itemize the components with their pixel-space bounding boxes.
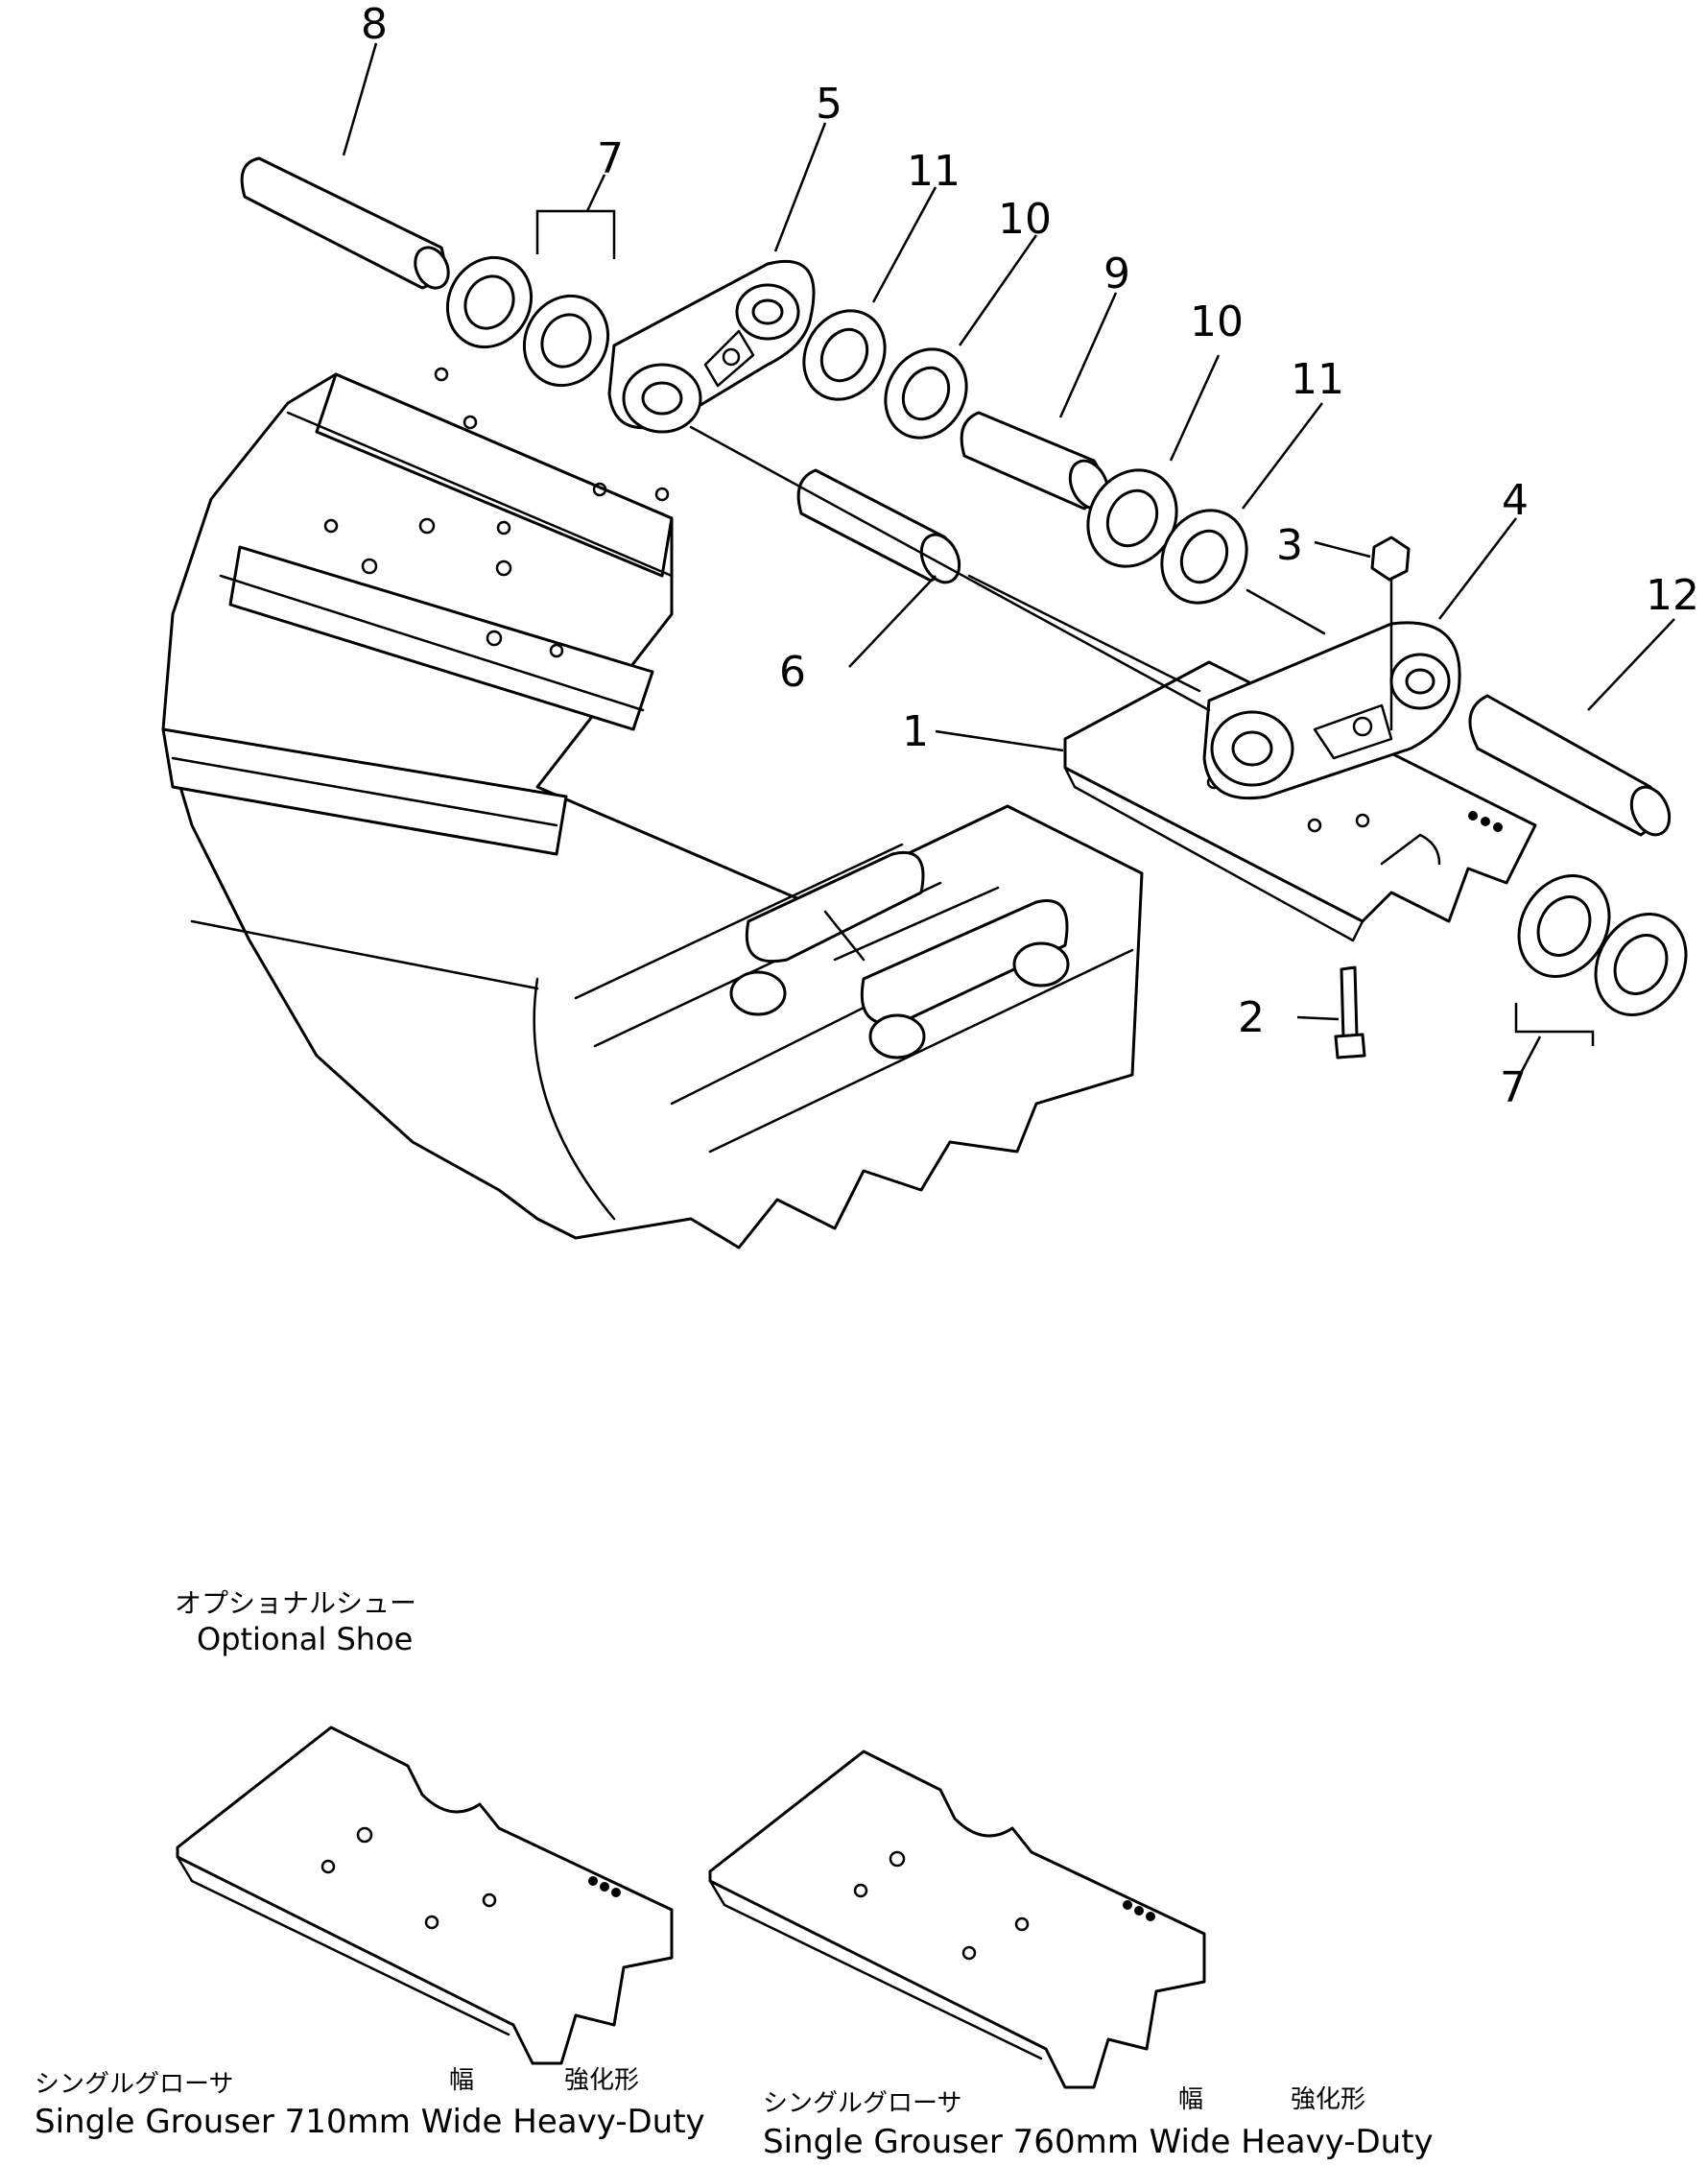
- shoe-2-en-label: Single Grouser 760mm Wide Heavy-Duty: [763, 2123, 1434, 2161]
- washer-part-7-upper: [445, 255, 610, 388]
- grouser-line: [171, 756, 558, 827]
- washer-part-11-lower: [1160, 509, 1248, 605]
- nut-part-3: [1370, 536, 1411, 582]
- washer-part-11-upper: [802, 309, 887, 401]
- optional-shoe-left: [176, 1726, 674, 2065]
- lower-rail: [574, 843, 904, 1000]
- callout-6: 6: [779, 648, 806, 697]
- callout-labels: 8 5 7 11 10 9 10 11 3 4 12 6 1 2 7: [361, 0, 1699, 1112]
- callout-2: 2: [1238, 993, 1265, 1042]
- shoe-1-jp-width: 幅: [449, 2066, 474, 2095]
- optional-shoe-title-en: Optional Shoe: [197, 1621, 413, 1657]
- shoe-plate-second: [228, 545, 654, 731]
- link-part-5: [607, 259, 816, 434]
- track-inner-curve: [533, 977, 616, 1221]
- callout-12: 12: [1646, 571, 1699, 620]
- washer-part-10-upper: [884, 347, 968, 440]
- shoe-1-jp-name: シングルグローサ: [35, 2070, 233, 2099]
- shoe-2-jp-type: 強化形: [1291, 2085, 1365, 2114]
- lower-rail: [708, 948, 1134, 1154]
- bushing-part-9: [960, 411, 1110, 511]
- callout-7-lower: 7: [1500, 1063, 1527, 1112]
- shoe-plate-top: [315, 372, 674, 578]
- pin-part-12: [1468, 694, 1672, 837]
- washer-part-7-lower: [1517, 874, 1688, 1016]
- axis-line: [967, 574, 1201, 693]
- leader-lines: [342, 42, 1675, 1074]
- grouser-line: [190, 919, 539, 990]
- optional-shoe-right: [708, 1749, 1206, 2089]
- optional-shoe-title-jp: オプショナルシュー: [175, 1587, 416, 1619]
- callout-3: 3: [1276, 521, 1303, 570]
- bolt-part-2: [1334, 965, 1366, 1059]
- callout-7-upper: 7: [597, 134, 624, 183]
- link-part-4: [1202, 621, 1461, 800]
- shoe-1-en-label: Single Grouser 710mm Wide Heavy-Duty: [35, 2103, 705, 2141]
- grouser-line: [219, 574, 645, 712]
- callout-1: 1: [902, 707, 929, 756]
- pin-part-8: [240, 156, 450, 290]
- lower-link-assembly: [729, 851, 1070, 1059]
- callout-8: 8: [361, 0, 388, 49]
- callout-9: 9: [1103, 250, 1130, 298]
- washer-part-10-lower: [1086, 468, 1178, 568]
- callout-11-upper: 11: [907, 147, 961, 196]
- shoe-1-jp-type: 強化形: [564, 2066, 639, 2095]
- callout-10-lower: 10: [1190, 298, 1244, 346]
- track-assembly: [161, 367, 1144, 1250]
- bolt-holes: [323, 367, 670, 658]
- callout-4: 4: [1502, 476, 1529, 525]
- bushing-part-6: [796, 468, 961, 584]
- shoe-2-jp-name: シングルグローサ: [763, 2089, 961, 2118]
- axis-line: [689, 425, 1211, 712]
- callout-5: 5: [816, 80, 842, 129]
- callout-10-upper: 10: [998, 195, 1052, 244]
- grouser-line: [286, 411, 674, 578]
- callout-11-lower: 11: [1291, 355, 1344, 404]
- axis-line: [1245, 588, 1326, 635]
- shoe-2-jp-width: 幅: [1178, 2085, 1203, 2114]
